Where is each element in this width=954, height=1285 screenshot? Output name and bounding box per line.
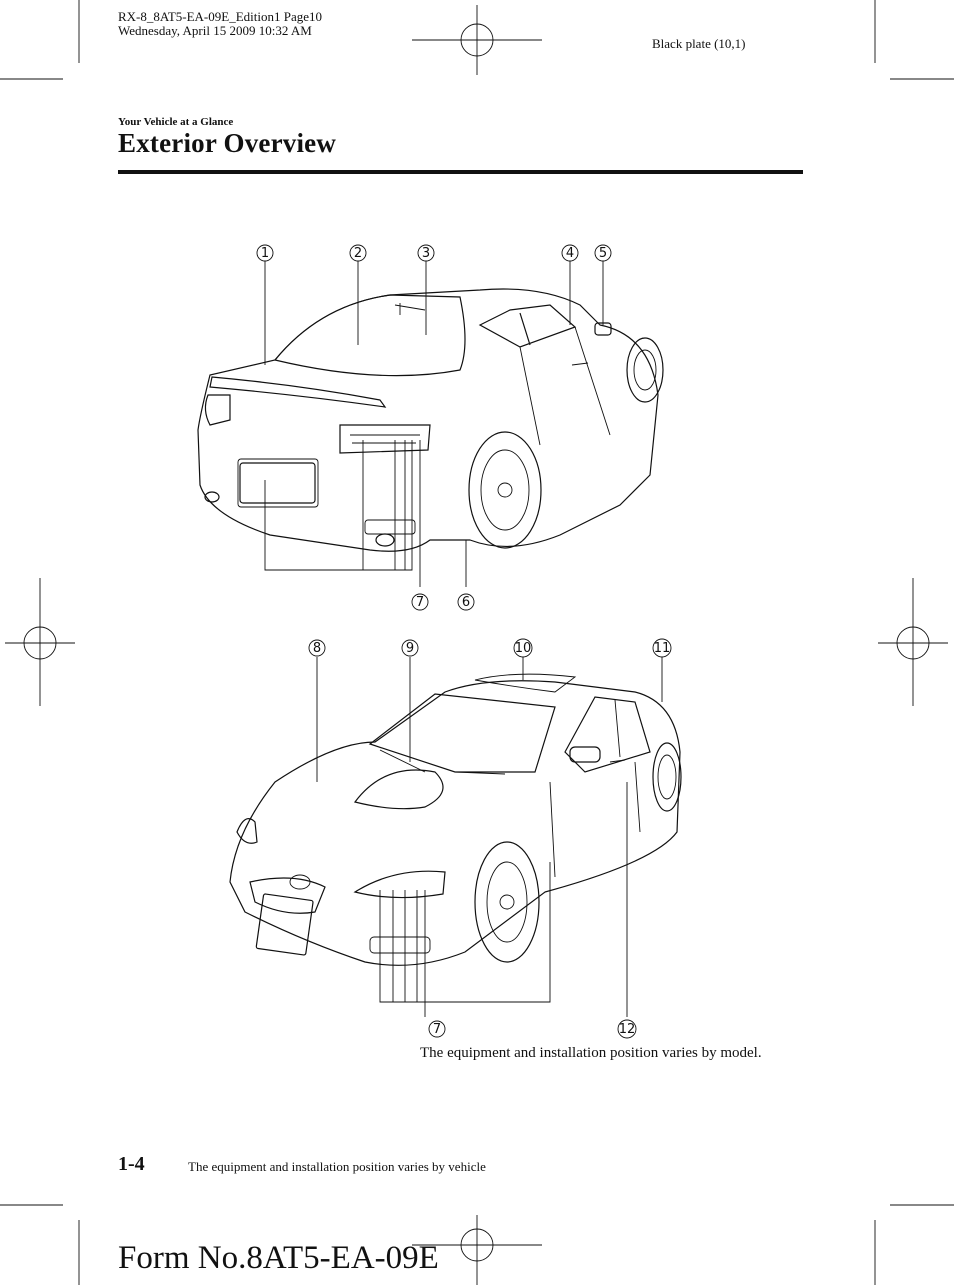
callout-5: 5	[599, 246, 607, 261]
title-rule	[118, 170, 803, 174]
plate-label: Black plate (10,1)	[652, 36, 746, 51]
footer-note: The equipment and installation position …	[188, 1159, 486, 1174]
callout-4: 4	[566, 246, 574, 261]
form-number: Form No.8AT5-EA-09E	[118, 1240, 439, 1276]
page-title: Exterior Overview	[118, 128, 337, 158]
callout-6: 6	[462, 595, 470, 610]
callout-11: 11	[654, 641, 671, 656]
callout-9: 9	[406, 641, 414, 656]
callout-12: 12	[619, 1022, 636, 1037]
callout-7-front: 7	[433, 1022, 441, 1037]
page-number: 1-4	[118, 1153, 145, 1175]
print-file-line: RX-8_8AT5-EA-09E_Edition1 Page10	[118, 9, 323, 24]
callout-7-rear: 7	[416, 595, 424, 610]
callout-8: 8	[313, 641, 321, 656]
callout-2: 2	[354, 246, 362, 261]
front-view-illustration: 8 9 10 11 12 7	[229, 638, 682, 1039]
print-date-line: Wednesday, April 15 2009 10:32 AM	[118, 23, 312, 38]
rear-view-illustration: 1 2 3 4 5 6 7	[197, 244, 664, 611]
callout-1: 1	[261, 246, 269, 261]
callout-3: 3	[422, 246, 430, 261]
section-label: Your Vehicle at a Glance	[118, 116, 234, 128]
callout-10: 10	[515, 641, 532, 656]
figure-caption: The equipment and installation position …	[420, 1045, 762, 1061]
